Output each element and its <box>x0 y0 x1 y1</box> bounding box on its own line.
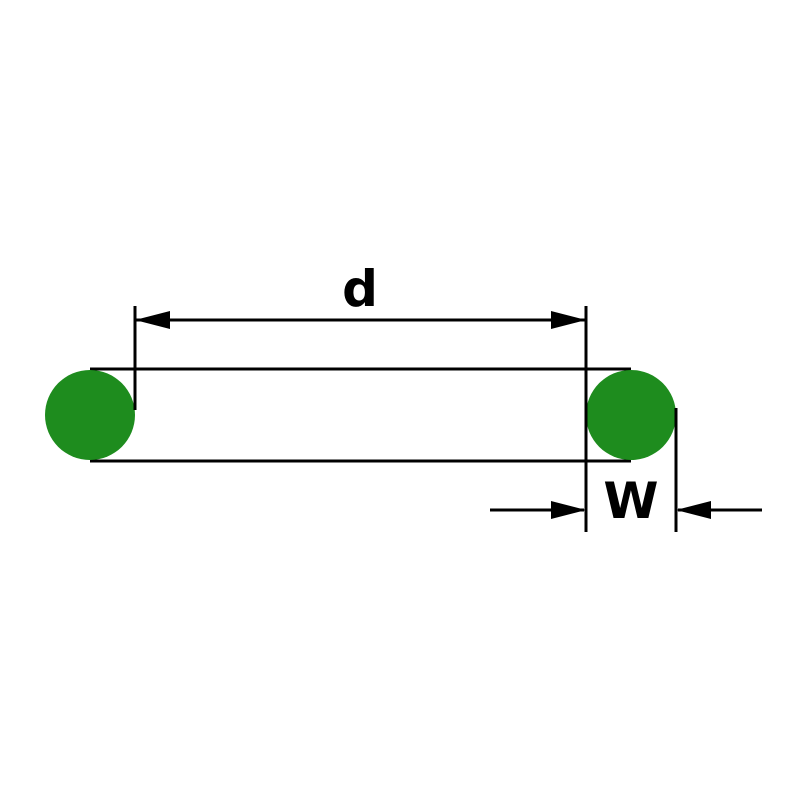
dimension-w-label: W <box>603 472 658 530</box>
dimension-d-label: d <box>342 260 378 318</box>
dimension-d: d <box>133 260 588 532</box>
dimension-w-arrowhead-right <box>676 501 711 519</box>
dimension-d-arrowhead-left <box>135 311 170 329</box>
oring-right-cross-section <box>586 370 676 460</box>
oring-left-cross-section <box>45 370 135 460</box>
dimension-w: W <box>490 408 762 532</box>
dimension-d-arrowhead-right <box>551 311 586 329</box>
dimension-w-arrowhead-left <box>551 501 586 519</box>
oring-body <box>45 367 676 463</box>
